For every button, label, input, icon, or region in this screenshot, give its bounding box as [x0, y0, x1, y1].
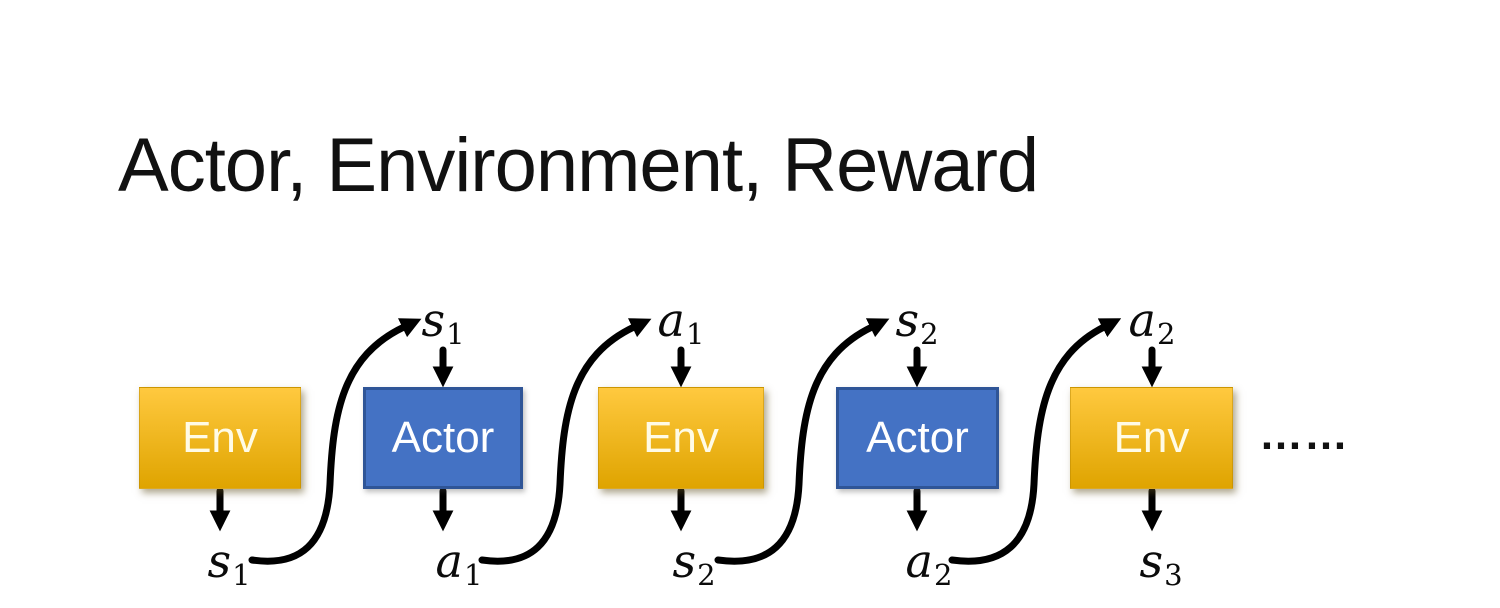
- top-label-s2-base: s: [895, 293, 920, 347]
- top-label-a2: a2: [1129, 297, 1176, 349]
- bottom-label-a2: a2: [906, 538, 953, 590]
- bottom-label-a2-base: a: [905, 534, 933, 588]
- top-label-a1: a1: [658, 297, 705, 349]
- env-box-1-label: Env: [182, 413, 258, 462]
- top-label-s1: s1: [421, 297, 464, 349]
- actor-box-1-label: Actor: [391, 413, 495, 462]
- env-box-2: Env: [598, 387, 764, 489]
- top-label-s2-sub: 2: [920, 317, 939, 352]
- bottom-label-s3-base: s: [1139, 534, 1164, 588]
- bottom-label-a1-base: a: [435, 534, 463, 588]
- actor-box-2-label: Actor: [866, 413, 969, 462]
- bottom-label-s1-sub: 1: [232, 558, 251, 593]
- env-box-3: Env: [1070, 387, 1233, 489]
- bottom-label-a1: a1: [436, 538, 483, 590]
- bottom-label-a2-sub: 2: [933, 558, 953, 593]
- env-box-2-label: Env: [643, 413, 719, 462]
- bottom-label-s1-base: s: [207, 534, 232, 588]
- top-label-a1-sub: 1: [685, 317, 705, 352]
- bottom-label-s3: s3: [1139, 538, 1182, 590]
- bottom-label-s2-sub: 2: [697, 558, 716, 593]
- env-box-1: Env: [139, 387, 301, 489]
- top-label-a1-base: a: [657, 293, 685, 347]
- bottom-label-s2-base: s: [672, 534, 697, 588]
- slide-title: Actor, Environment, Reward: [118, 123, 1039, 208]
- bottom-label-a1-sub: 1: [463, 558, 483, 593]
- bottom-label-s3-sub: 3: [1164, 558, 1183, 593]
- top-label-a2-base: a: [1128, 293, 1156, 347]
- continuation-ellipsis: ……: [1259, 410, 1349, 459]
- top-label-s2: s2: [895, 297, 938, 349]
- top-label-a2-sub: 2: [1156, 317, 1176, 352]
- env-box-3-label: Env: [1113, 413, 1190, 462]
- top-label-s1-base: s: [421, 293, 446, 347]
- top-label-s1-sub: 1: [446, 317, 465, 352]
- bottom-label-s1: s1: [207, 538, 250, 590]
- actor-box-2: Actor: [836, 387, 999, 489]
- actor-box-1: Actor: [363, 387, 523, 489]
- bottom-label-s2: s2: [672, 538, 715, 590]
